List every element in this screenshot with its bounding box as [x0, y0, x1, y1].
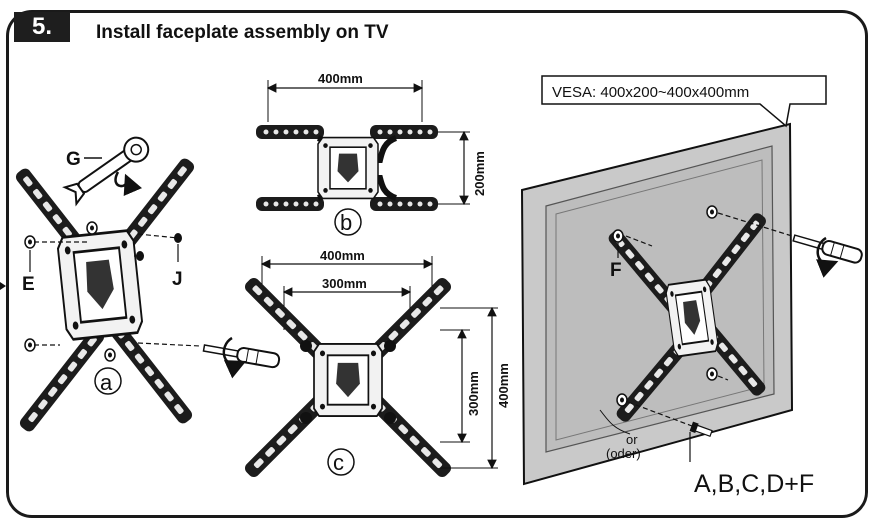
dim-c-height-inner: 300mm [466, 371, 481, 416]
view-b-400x200: 400mm 200mm b [256, 71, 487, 236]
dim-b-height: 200mm [472, 151, 487, 196]
part-label-f: F [610, 260, 622, 281]
view-label-b: b [340, 210, 352, 235]
hardware-label: A,B,C,D+F [694, 470, 814, 498]
screwdriver-icon-tv [792, 234, 863, 264]
alt-note-or: or [626, 432, 638, 447]
vesa-callout-text: VESA: 400x200~400x400mm [552, 84, 749, 101]
part-label-g: G [66, 149, 81, 170]
part-label-e: E [22, 274, 35, 295]
view-label-a: a [100, 370, 113, 395]
dim-c-height-outer: 400mm [496, 363, 511, 408]
view-c-400x400: 400mm 300mm 300mm 400mm c [242, 248, 511, 480]
dim-c-width-inner: 300mm [322, 276, 367, 291]
alt-note-oder: (oder) [606, 446, 641, 461]
dim-b-width: 400mm [318, 71, 363, 86]
wrench-icon [62, 136, 150, 207]
part-label-j: J [172, 269, 183, 290]
step-frame [6, 10, 868, 518]
dim-c-width-outer: 400mm [320, 248, 365, 263]
view-a-exploded-assembly: G E J [13, 136, 281, 434]
step-title: Install faceplate assembly on TV [96, 22, 389, 43]
step-number-badge: 5. [14, 12, 70, 42]
vesa-callout: VESA: 400x200~400x400mm [541, 75, 827, 128]
tv-rear-view: F or (oder) A,B,C,D+F [520, 122, 863, 498]
screwdriver-icon-a [202, 344, 281, 369]
view-label-c: c [333, 450, 344, 475]
